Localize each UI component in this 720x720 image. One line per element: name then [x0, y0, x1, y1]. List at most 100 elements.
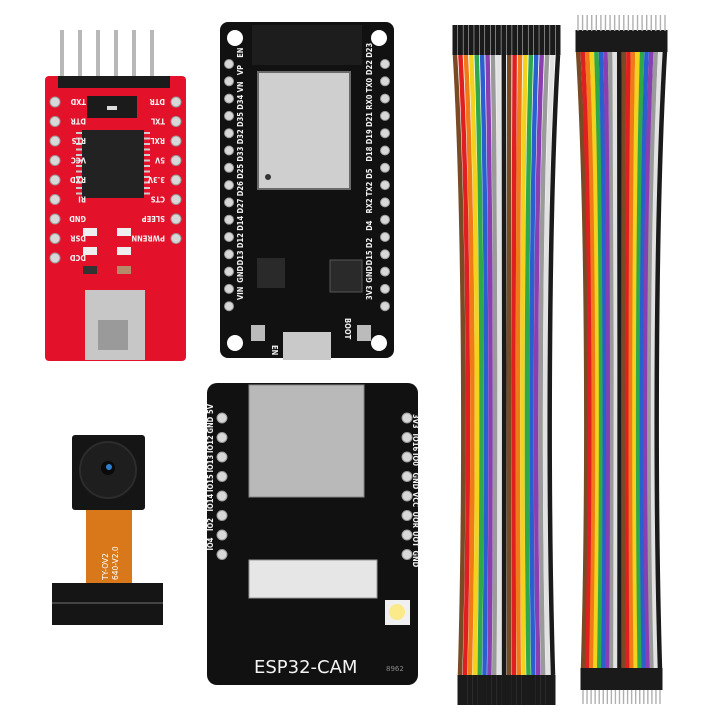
pin-label: TX0 — [365, 78, 374, 93]
pin-label: GND — [411, 473, 420, 490]
male-connector — [657, 30, 663, 52]
pin-hole — [224, 301, 234, 312]
male-connector — [596, 668, 602, 690]
pin-hole — [216, 529, 228, 541]
pin-hole — [224, 180, 234, 191]
pin-hole — [170, 96, 182, 108]
pin-label: IO12 — [206, 435, 215, 453]
pin-label: IO15 — [206, 474, 215, 492]
pin-label: IO16 — [411, 434, 420, 452]
female-connector — [516, 675, 522, 705]
female-connector — [467, 675, 473, 705]
header-pin — [60, 30, 64, 80]
pin-label: GND — [206, 416, 215, 433]
jumper-wire — [511, 54, 517, 676]
wroom-module-shield — [257, 71, 351, 190]
female-connector — [535, 675, 541, 705]
jumper-wire — [594, 49, 604, 671]
pin-label: DCD — [69, 253, 86, 262]
pin-hole — [380, 128, 390, 139]
pin-hole — [380, 59, 390, 69]
pin-hole — [216, 549, 228, 560]
male-connector — [580, 668, 586, 690]
pin-hole — [224, 128, 234, 139]
pin-hole — [401, 471, 413, 482]
male-connector — [584, 668, 590, 690]
jumper-wire — [520, 54, 528, 676]
micro-usb-port — [283, 332, 331, 360]
pin-hole — [401, 432, 413, 443]
pin-hole — [49, 135, 61, 147]
ftdi-chip — [82, 130, 144, 198]
pin-hole — [216, 451, 228, 463]
pin-hole — [170, 155, 182, 166]
pin-label: PWRENN — [131, 234, 165, 243]
female-connector — [545, 675, 551, 705]
pin-label: D34 — [236, 94, 245, 109]
female-connector — [490, 25, 496, 55]
pin-label: IO0 — [411, 453, 420, 466]
pin-label: DTR — [70, 117, 86, 126]
pin-label: D26 — [236, 181, 245, 196]
female-connector — [512, 25, 518, 55]
jumper-wire — [496, 54, 502, 676]
male-connector — [612, 668, 618, 690]
pin-label: D32 — [236, 129, 245, 144]
female-connector — [530, 675, 536, 705]
female-connector — [486, 675, 492, 705]
pin-label: DTR — [149, 97, 165, 106]
pin-hole — [216, 432, 228, 443]
header-pin — [78, 30, 82, 80]
pin-hole — [224, 214, 234, 225]
jumper-wire — [598, 49, 608, 671]
pin-label: VCC — [411, 492, 420, 507]
pin-label: VCC — [71, 156, 86, 165]
pin-hole — [380, 162, 390, 173]
male-connector — [653, 30, 659, 52]
jumper-wire — [538, 54, 550, 676]
female-connector — [496, 675, 502, 705]
jumper-wire-bundle-male-male — [575, 15, 668, 704]
pin-label: RXD — [70, 175, 86, 184]
female-connector — [477, 675, 483, 705]
female-connector — [521, 675, 527, 705]
female-connector — [462, 675, 468, 705]
pin-hole — [224, 145, 234, 156]
pin-label: D2 — [365, 237, 374, 248]
jumper-wire — [607, 49, 615, 671]
male-connector — [635, 30, 641, 52]
jumper-wire — [515, 54, 523, 676]
esp32-devkit-board: EN BOOT VINGNDD13D12D14D27D26D25D33D32D3… — [220, 22, 394, 360]
en-button — [251, 325, 265, 341]
pin-label: UOR — [411, 512, 420, 529]
pin-hole — [216, 510, 228, 521]
jumper-wire — [479, 54, 489, 676]
pin-hole — [401, 529, 413, 541]
pin-label: RX2 — [365, 198, 374, 213]
pin-label: DSR — [70, 234, 86, 243]
pin-hole — [49, 194, 61, 205]
pin-hole — [401, 412, 413, 424]
camera-fpc-connector — [248, 559, 378, 599]
pin-label: 3V3 — [365, 285, 374, 300]
header-pin — [132, 30, 136, 80]
female-connector — [501, 25, 507, 55]
female-connector — [474, 25, 480, 55]
male-connector — [637, 668, 643, 690]
pin-hole — [224, 283, 234, 294]
pin-label: D19 — [365, 129, 374, 144]
male-connector — [629, 668, 635, 690]
male-connector — [588, 668, 594, 690]
pin-hole — [401, 490, 413, 502]
male-connector — [616, 668, 622, 690]
pin-label: D27 — [236, 198, 245, 213]
jumper-wire — [628, 49, 636, 671]
female-connector — [533, 25, 539, 55]
pin-label: CTS — [150, 195, 165, 204]
pin-label: D22 — [365, 60, 374, 75]
pin-hole — [170, 213, 182, 225]
pin-label: D12 — [236, 233, 245, 248]
pin-label: IO14 — [206, 494, 215, 512]
pin-label: GND — [365, 266, 374, 283]
